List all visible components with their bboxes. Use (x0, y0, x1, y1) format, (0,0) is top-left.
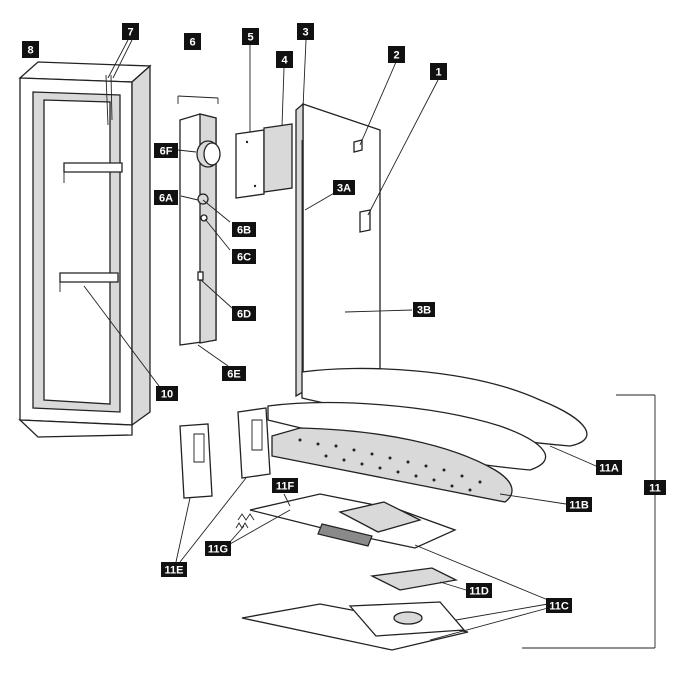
svg-text:11F: 11F (276, 481, 295, 493)
svg-text:6B: 6B (237, 225, 251, 237)
callout-7: 7 (122, 23, 139, 40)
callout-11b: 11B (566, 497, 592, 512)
part-5-plate (235, 129, 265, 199)
svg-text:6F: 6F (160, 146, 173, 158)
callout-6e: 6E (222, 366, 246, 381)
svg-text:6C: 6C (237, 252, 251, 264)
svg-text:6E: 6E (227, 369, 240, 381)
callout-11c: 11C (546, 598, 572, 613)
group-11-bracket (522, 394, 656, 649)
svg-text:3B: 3B (417, 305, 431, 317)
callout-11e: 11E (161, 562, 187, 577)
part-11d-bracket (369, 567, 459, 591)
part-6-column (177, 95, 221, 346)
svg-text:6: 6 (189, 37, 195, 49)
callout-3a: 3A (333, 180, 355, 195)
svg-text:11B: 11B (569, 500, 589, 512)
callout-4: 4 (276, 51, 293, 68)
part-11g-springs (235, 513, 255, 529)
svg-text:11E: 11E (165, 565, 184, 577)
svg-text:10: 10 (161, 389, 173, 401)
svg-text:11C: 11C (549, 601, 569, 613)
callout-11a: 11A (596, 460, 622, 475)
callout-5: 5 (242, 28, 259, 45)
callout-11f: 11F (272, 478, 298, 493)
svg-text:11G: 11G (208, 544, 228, 556)
part-11a-board-covers (267, 367, 588, 471)
callout-1: 1 (430, 63, 447, 80)
callout-3: 3 (297, 23, 314, 40)
callout-3b: 3B (413, 302, 435, 317)
svg-text:8: 8 (27, 45, 33, 57)
svg-text:4: 4 (281, 55, 288, 67)
callout-10: 10 (156, 386, 178, 401)
svg-text:6D: 6D (237, 309, 251, 321)
part-4-plate (263, 123, 293, 193)
part-7-hooks (105, 74, 113, 126)
part-8-cabinet (18, 61, 152, 438)
svg-text:3A: 3A (337, 183, 351, 195)
svg-text:11A: 11A (599, 463, 619, 475)
callout-6d: 6D (232, 306, 256, 321)
part-11c-base-frame (241, 601, 469, 651)
svg-text:7: 7 (127, 27, 133, 39)
callout-6b: 6B (232, 222, 256, 237)
part-11f-frame (249, 493, 457, 549)
callout-8: 8 (22, 41, 39, 58)
svg-text:1: 1 (435, 67, 441, 79)
leader-lines (83, 39, 597, 641)
callout-11d: 11D (466, 583, 492, 598)
svg-text:3: 3 (302, 27, 308, 39)
svg-text:6A: 6A (159, 193, 173, 205)
part-11e-hinge-plates (179, 407, 271, 499)
svg-text:5: 5 (247, 32, 253, 44)
callout-6: 6 (184, 33, 201, 50)
svg-text:2: 2 (393, 50, 399, 62)
callout-6a: 6A (154, 190, 178, 205)
callout-6c: 6C (232, 249, 256, 264)
callout-11: 11 (644, 480, 666, 495)
part-3-back-panel (295, 102, 381, 411)
callout-2: 2 (388, 46, 405, 63)
svg-text:11: 11 (649, 483, 661, 495)
callout-6f: 6F (154, 143, 178, 158)
callout-11g: 11G (205, 541, 231, 556)
svg-text:11D: 11D (469, 586, 489, 598)
